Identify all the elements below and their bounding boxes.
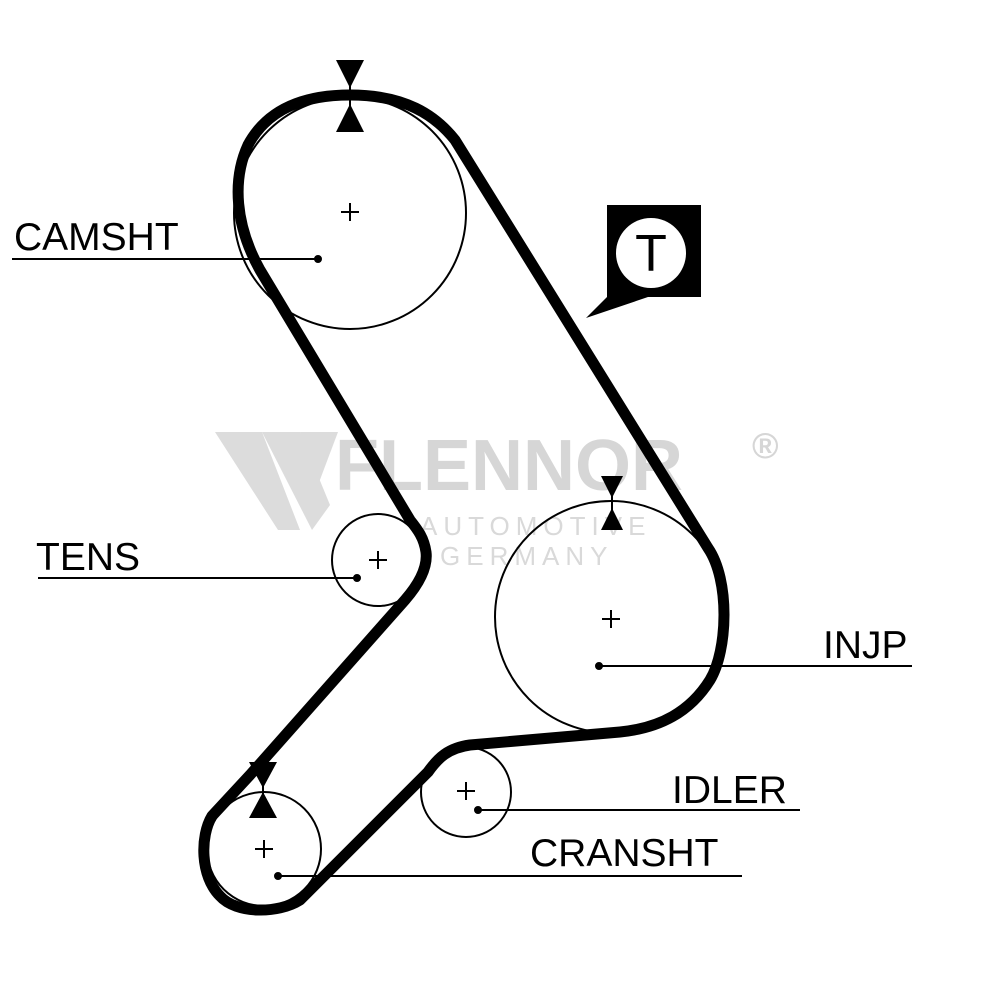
tensioner-badge-t-badge-icon: T — [586, 205, 701, 318]
idler-label: IDLER — [672, 769, 787, 812]
watermark-logo-icon — [215, 432, 338, 530]
crankshaft-leader-dot — [274, 872, 282, 880]
crankshaft-center-plus-icon — [255, 840, 273, 858]
injection-pump-timing-mark-triangle-marker-icon — [601, 476, 623, 530]
camshaft-center-plus-icon — [341, 203, 359, 221]
watermark-line2: GERMANY — [440, 541, 613, 571]
tensioner-center-plus-icon — [369, 551, 387, 569]
idler-leader-dot — [474, 806, 482, 814]
injection-pump-leader-dot — [595, 662, 603, 670]
idler-center-plus-icon — [457, 782, 475, 800]
injection-pump-center-plus-icon — [602, 610, 620, 628]
camshaft-timing-mark-triangle-marker-icon — [336, 60, 364, 132]
crankshaft-label: CRANSHT — [530, 832, 719, 875]
injection-pump-label: INJP — [823, 624, 908, 667]
watermark-registered: ® — [752, 425, 779, 466]
tensioner-label: TENS — [36, 536, 140, 579]
tensioner-badge-letter: T — [635, 225, 667, 283]
camshaft-leader-dot — [314, 255, 322, 263]
watermark: FLENNOR ® AUTOMOTIVE GERMANY — [215, 425, 779, 571]
camshaft-label: CAMSHT — [14, 216, 179, 259]
crankshaft-timing-mark-triangle-marker-icon — [249, 762, 277, 818]
tensioner-leader-dot — [353, 574, 361, 582]
watermark-brand: FLENNOR — [335, 426, 683, 506]
timing-belt — [198, 89, 730, 916]
